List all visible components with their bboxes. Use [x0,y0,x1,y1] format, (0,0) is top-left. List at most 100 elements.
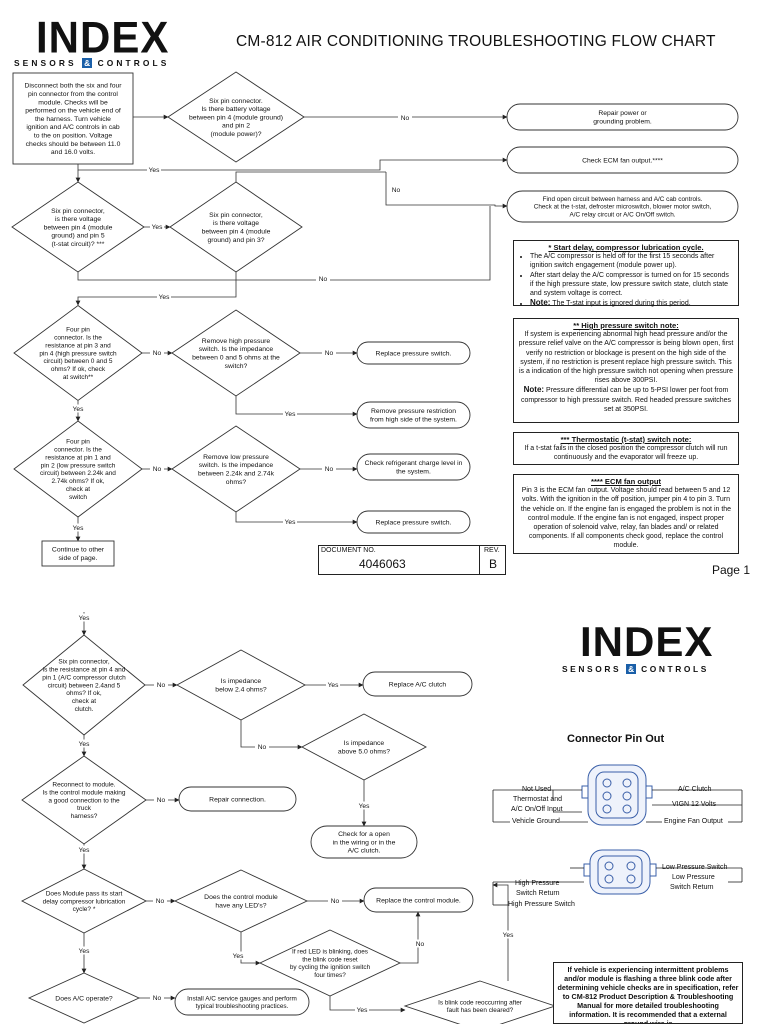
logo-wordmark: INDEX [36,12,170,63]
label-line: Check refrigerant charge level in [365,460,463,467]
label-line: connector. Is the [54,334,102,341]
label-bg [283,409,297,418]
logo-wordmark: INDEX [580,618,714,665]
note-bullet: After start delay the A/C compressor is … [530,271,734,299]
label-line: resistance at pin 3 and [45,342,111,349]
label-line: Six pin connector. [209,98,263,105]
decision-remove-low-pressure [171,425,301,513]
label-line: between pin 4 (module ground) [189,114,283,121]
label-line: Check for a open [338,831,390,838]
label-line: circuit) between 2.24k and [40,470,116,477]
decision-blink-reoccurring [403,980,557,1024]
label-line: fault has been cleared? [447,1007,514,1014]
terminal-repair-connection-text: Repair connection. [209,796,266,803]
terminal-check-refrigerant [356,453,471,481]
logo-sensors: SENSORS [14,58,77,68]
no-label: No [153,466,162,473]
label-bg [413,939,427,948]
label-line: between 2.24k and 2.74k [198,471,275,478]
terminal-check-refrigerant-text: Check refrigerant charge level in the sys… [365,460,463,475]
pin-label-ac-on-off: A/C On/Off Input [511,806,563,813]
decision-impedance-below-2-4 [176,649,306,721]
flow-connector [400,911,421,964]
label-bg [157,292,171,301]
label-line: Repair connection. [209,796,266,803]
label-line: Is there battery voltage [201,106,270,113]
label-line: from high side of the system. [370,417,457,424]
label-bg [154,795,168,804]
six-pin-connector [581,764,653,826]
yes-label: Yes [79,615,90,622]
label-line: ignition and A/C controls in cab [26,124,120,131]
label-line: by cycling the ignition switch [290,964,371,971]
pin-label-lp-switch: Low Pressure Switch [662,864,728,871]
label-bg [322,348,336,357]
logo-sensors: SENSORS [562,664,622,674]
label-line: switch. Is the impedance [199,462,274,469]
label-line: and 16.0 volts. [51,149,95,156]
high-pressure-note: ** High pressure switch note: If system … [513,318,739,423]
label-line: the system. [396,469,431,476]
label-line: between pin 4 (module [44,224,113,231]
terminal-check-ecm-text: Check ECM fan output.**** [582,157,663,164]
label-line: pin 4 (high pressure switch [39,350,117,357]
yes-label: Yes [149,167,160,174]
flow-connector [492,882,509,981]
intro-instruction-box [12,72,134,165]
yes-label: Yes [73,406,84,413]
logo-subline: SENSORS & CONTROLS [14,58,169,68]
yes-label: Yes [233,953,244,960]
label-line: check at [66,486,90,493]
label-line: (t-stat circuit)? *** [52,241,105,248]
no-label: No [401,115,410,122]
label-bg [322,464,336,473]
label-bg [283,517,297,526]
flow-connector [385,172,508,209]
no-label: No [325,350,334,357]
doc-number: 4046063 [359,557,406,571]
label-line: circuit) between 0 and 5 [43,358,112,365]
decision-six-pin-clutch-text: Six pin connector,is the resistance at p… [42,659,126,714]
pin-label-hp-switch: High Pressure Switch [508,901,575,908]
label-bg [328,896,342,905]
label-line: ohms? If ok, check [51,366,106,373]
label-line: Four pin [66,439,90,446]
label-line: in the wiring or in the [333,839,396,846]
label-line: Check at the t-stat, defroster microswit… [534,204,712,211]
label-line: Disconnect both the six and four [24,83,122,90]
terminal-replace-pressure-switch-1-text: Replace pressure switch. [376,350,452,357]
label-line: cycle? * [73,906,96,913]
yes-label: Yes [285,411,296,418]
label-line: harness? [71,813,98,820]
note-heading: * Start delay, compressor lubrication cy… [548,243,704,252]
label-bg [150,464,164,473]
label-line: Replace pressure switch. [376,350,452,357]
label-bg [150,348,164,357]
label-line: a good connection to the [48,797,120,804]
no-label: No [319,276,328,283]
label-bg [154,680,168,689]
rev-value: B [489,557,498,571]
decision-six-pin-tstat [11,181,145,273]
label-bg [389,185,403,194]
page-number: Page 1 [711,563,750,577]
terminal-repair-power [506,103,739,131]
note-bullets: The A/C compressor is held off for the f… [518,252,734,308]
pin-label-vign: VIGN 12 Volts [672,801,716,808]
note-label: Note: [523,385,545,395]
label-line: ground) and pin 5 [51,233,105,240]
no-label: No [392,187,401,194]
label-line: Is impedance [344,740,385,747]
flow-connector [77,206,491,281]
